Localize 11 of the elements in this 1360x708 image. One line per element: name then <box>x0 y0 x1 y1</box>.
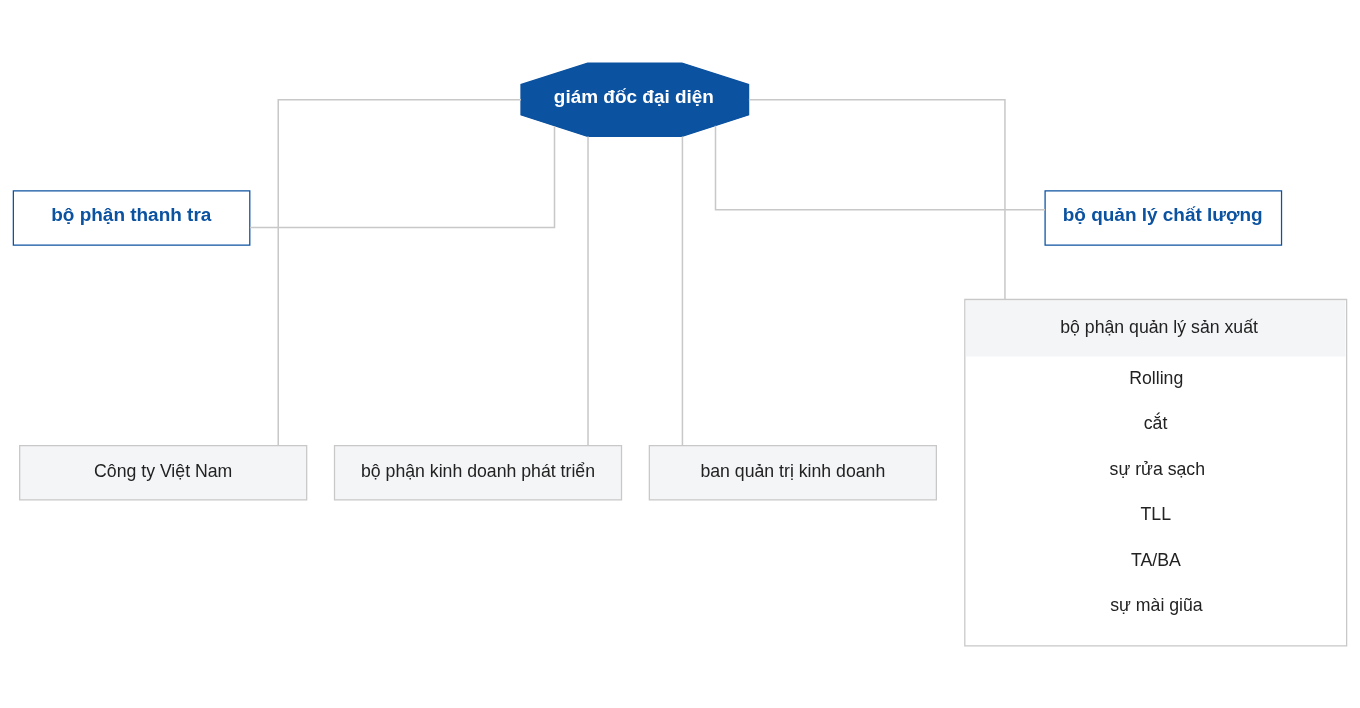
connector <box>249 124 556 228</box>
node-box: bộ phận kinh doanh phát triển <box>333 444 623 501</box>
connector <box>714 124 1046 210</box>
node-box: bộ quản lý chất lượng <box>1044 189 1283 246</box>
node-box: Công ty Việt Nam <box>19 444 308 501</box>
connector <box>681 135 684 446</box>
connector <box>587 135 589 446</box>
connector <box>277 98 522 446</box>
node-box: ban quản trị kinh doanh <box>648 444 937 501</box>
connector <box>748 98 1006 300</box>
node-box: bộ phận thanh tra <box>12 189 251 246</box>
